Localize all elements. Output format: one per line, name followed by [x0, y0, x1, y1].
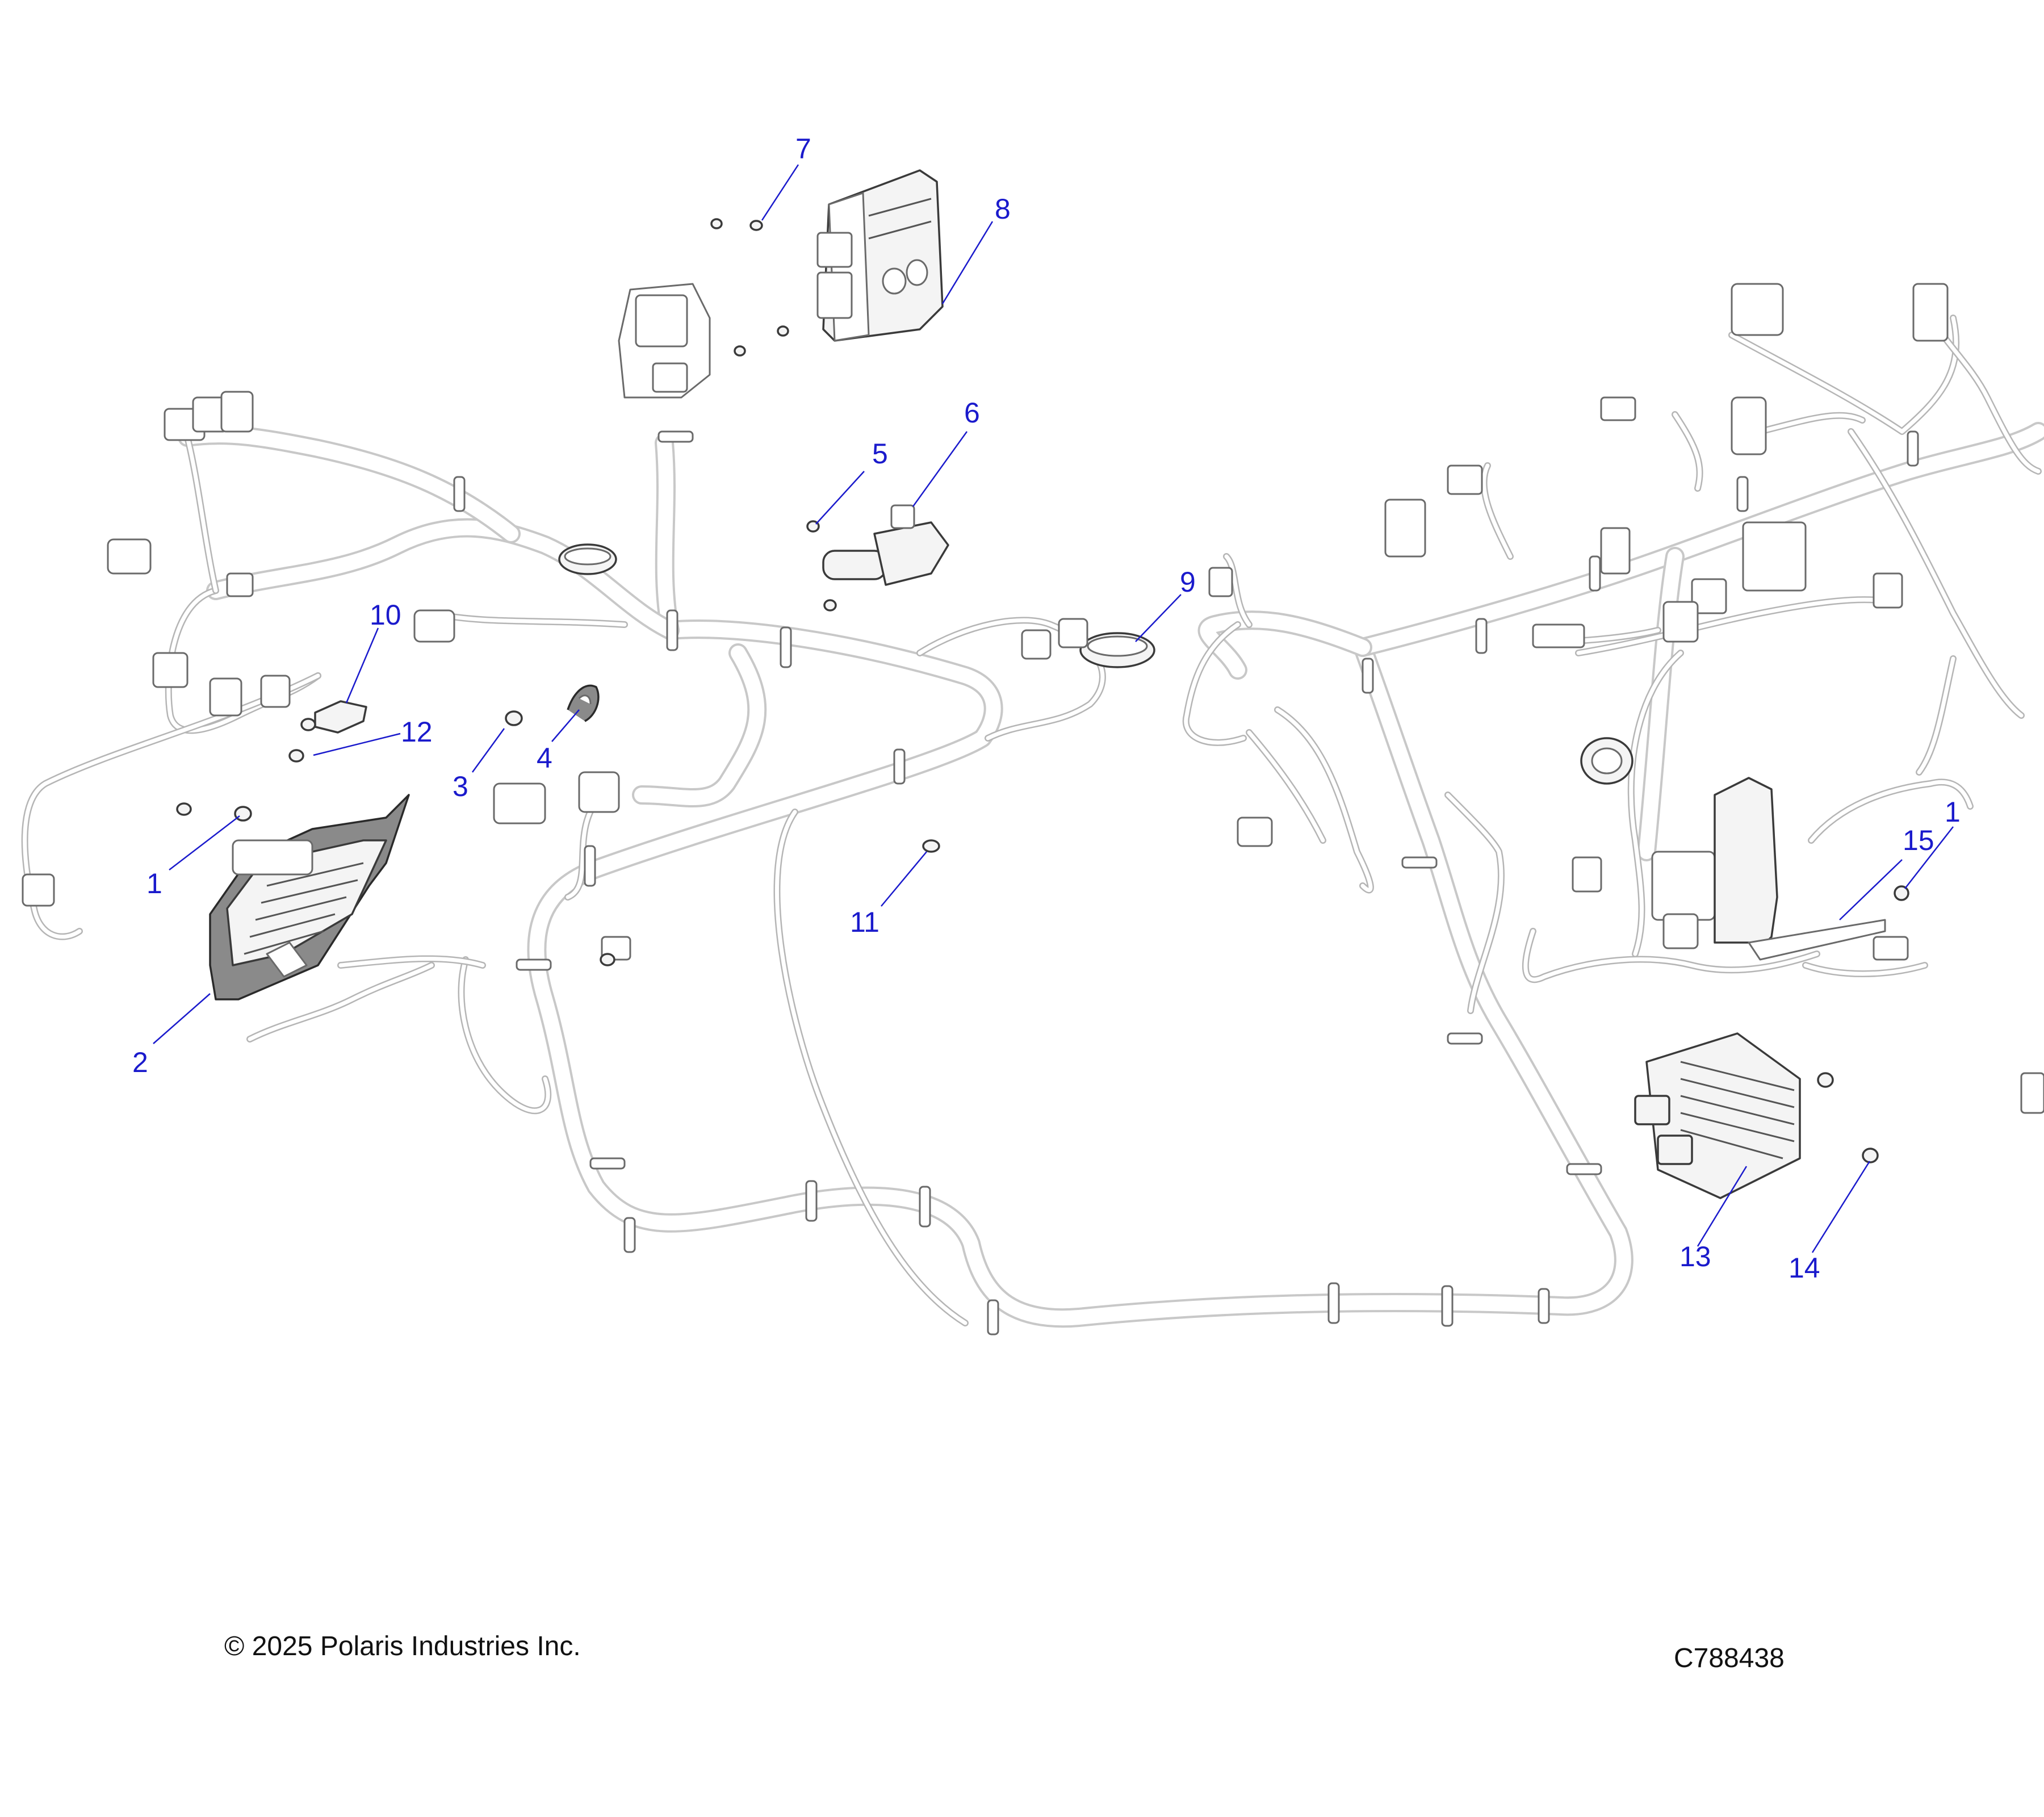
ignition-coil-part-6	[822, 504, 949, 586]
fasteners	[176, 218, 1909, 1163]
regulator-part-13	[1634, 1032, 1801, 1199]
callout-11: 11	[850, 906, 879, 938]
connectors-right	[1208, 283, 2044, 1114]
plate-part-10	[314, 700, 367, 734]
main-harness-right	[1197, 422, 2044, 861]
grommet-part-9	[1079, 632, 1155, 668]
drawing-number: C788438	[1674, 1643, 1785, 1673]
callout-3: 3	[453, 771, 468, 802]
large-connector-center	[618, 283, 711, 399]
callout-4: 4	[537, 742, 552, 774]
callout-15: 15	[1903, 824, 1934, 856]
copyright-notice: © 2025 Polaris Industries Inc.	[224, 1631, 581, 1661]
callout-6: 6	[964, 397, 980, 429]
callout-1-left: 1	[146, 868, 162, 899]
ecu-module-part-8	[816, 169, 944, 342]
callout-labels: 1 2 3 4 5 6 7 8 9 10 11 12 13 14 15 1	[132, 133, 1961, 1284]
callout-9: 9	[1180, 566, 1196, 598]
branch-wires-left	[21, 434, 1106, 1326]
connectors-left	[22, 391, 1088, 961]
callout-13: 13	[1679, 1241, 1711, 1272]
callout-12: 12	[401, 716, 433, 748]
callout-8: 8	[995, 193, 1011, 225]
callout-7: 7	[795, 133, 811, 165]
callout-10: 10	[370, 599, 401, 631]
callout-5: 5	[872, 438, 888, 470]
bracket-part-15	[1714, 777, 1886, 961]
harness-clamps	[453, 430, 1919, 1335]
callout-1-right: 1	[1945, 796, 1961, 828]
grommet-right	[1580, 737, 1633, 785]
ecm-bracket-part-2	[209, 794, 410, 1000]
callout-leaders	[153, 164, 1954, 1253]
callout-2: 2	[132, 1046, 148, 1078]
grommet-upper-left	[558, 543, 617, 575]
callout-14: 14	[1789, 1252, 1820, 1284]
p-clamp-part-4	[567, 684, 600, 722]
